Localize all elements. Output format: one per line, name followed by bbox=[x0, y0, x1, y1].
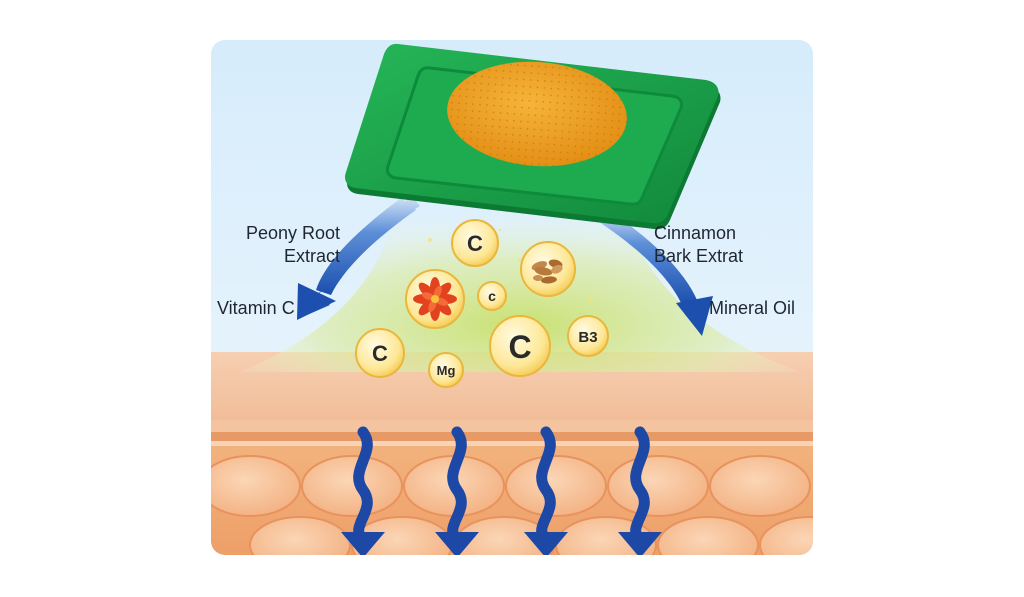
label-vitamin-c: Vitamin C bbox=[217, 297, 295, 320]
bubble-c-upper-letter: C bbox=[467, 231, 483, 256]
label-peony-root-extract: Peony Root Extract bbox=[246, 222, 340, 268]
bubble-c-left-letter: C bbox=[372, 341, 388, 366]
bubble-c-large-letter: C bbox=[508, 329, 531, 365]
peony-flower-icon bbox=[413, 277, 457, 321]
label-cinnamon-line-2: Bark Extrat bbox=[654, 245, 743, 268]
bubble-c-small-letter: c bbox=[488, 288, 496, 304]
bubble-mg-letter: Mg bbox=[437, 363, 456, 378]
label-mineral-oil: Mineral Oil bbox=[709, 297, 795, 320]
label-cinnamon-line-1: Cinnamon bbox=[654, 222, 743, 245]
label-cinnamon-bark-extract: Cinnamon Bark Extrat bbox=[654, 222, 743, 268]
bubble-b3-letter: B3 bbox=[578, 329, 597, 346]
label-peony-line-1: Peony Root bbox=[246, 222, 340, 245]
label-peony-line-2: Extract bbox=[246, 245, 340, 268]
